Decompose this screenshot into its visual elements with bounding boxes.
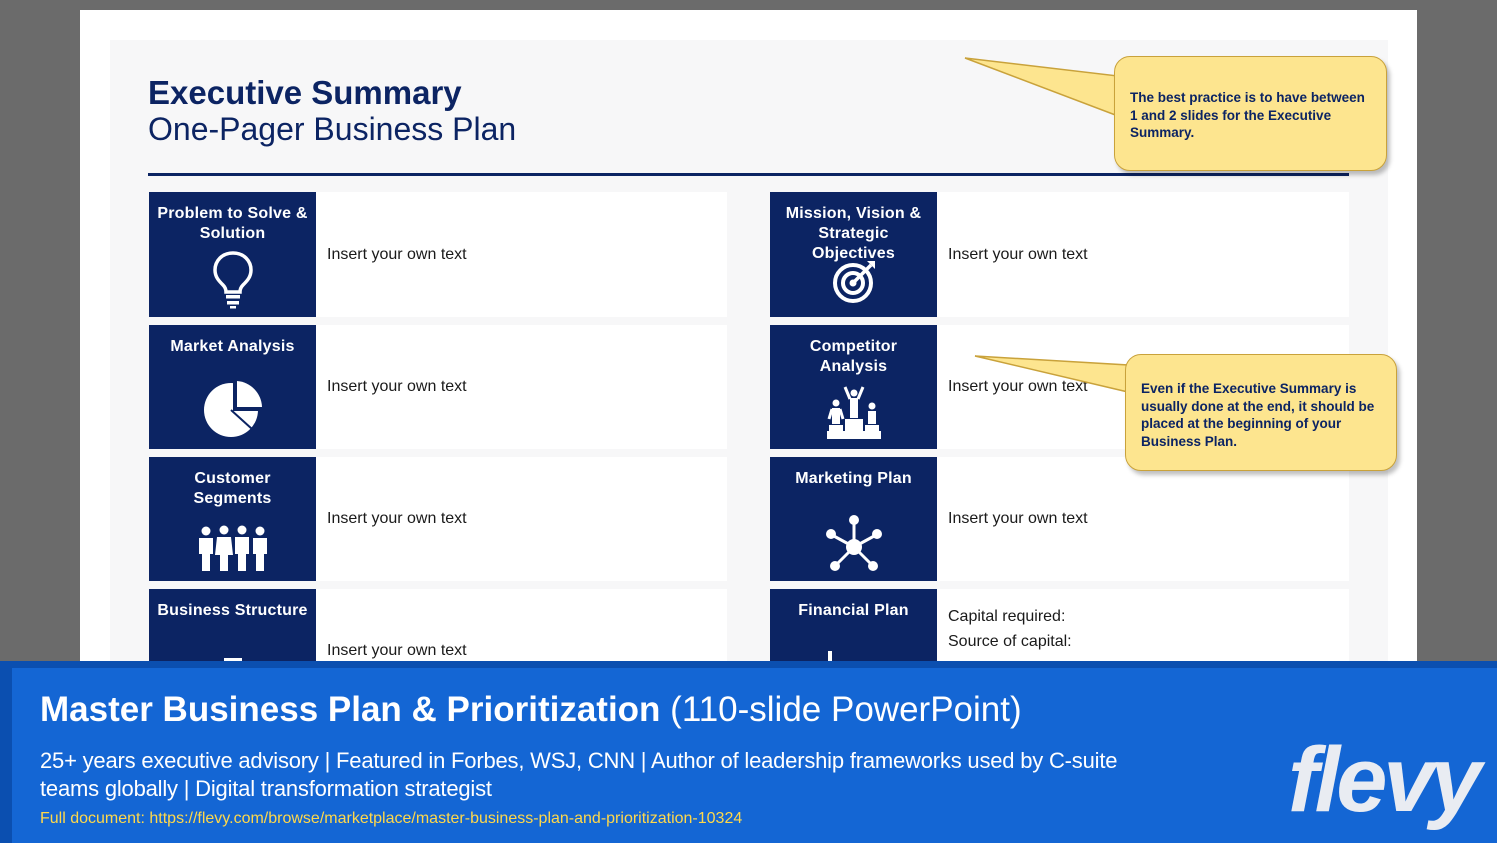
card-title: Competitor Analysis	[809, 338, 898, 375]
card-title: Market Analysis	[170, 338, 295, 355]
card-header: Customer Segments	[149, 457, 316, 581]
footer-banner-panel	[12, 668, 1497, 843]
card-header: Competitor Analysis	[770, 325, 937, 449]
card-header: Financial Plan	[770, 589, 937, 670]
slide-subtitle: One-Pager Business Plan	[148, 111, 517, 147]
card-title: Customer Segments	[193, 470, 272, 507]
lightbulb-icon	[212, 251, 253, 309]
card-text: Insert your own text	[327, 378, 467, 395]
card-header: Market Analysis	[149, 325, 316, 449]
capital-required-label: Capital required:	[948, 608, 1066, 625]
card-text: Insert your own text	[948, 245, 1088, 263]
callout-best-practice: The best practice is to have between 1 a…	[1114, 56, 1387, 171]
podium-icon	[826, 386, 881, 439]
card-mission-vision: Mission, Vision & Strategic Objectives I…	[770, 192, 1349, 317]
card-marketing-plan: Marketing Plan Insert your own text	[770, 457, 1349, 581]
card-problem-solution: Problem to Solve & Solution Insert your …	[149, 192, 727, 317]
pie-chart-icon	[203, 381, 262, 437]
card-title: Marketing Plan	[795, 470, 912, 487]
card-text: Insert your own text	[327, 642, 467, 659]
card-title: Business Structure	[157, 602, 308, 619]
author-description: 25+ years executive advisory | Featured …	[40, 748, 1118, 801]
title-divider	[148, 173, 1349, 176]
card-header: Problem to Solve & Solution	[149, 192, 316, 317]
card-text: Insert your own text	[327, 245, 467, 263]
target-icon	[832, 261, 875, 303]
card-market-analysis: Market Analysis Insert your own text	[149, 325, 727, 449]
callout-placement-tip: Even if the Executive Summary is usually…	[1125, 354, 1397, 471]
network-hub-icon	[825, 515, 882, 571]
source-of-capital-label: Source of capital:	[948, 633, 1072, 650]
card-header: Mission, Vision & Strategic Objectives	[770, 192, 937, 317]
people-group-icon	[198, 525, 267, 571]
slide-title: Executive Summary	[148, 74, 462, 111]
document-title: Master Business Plan & Prioritization (1…	[40, 690, 1022, 730]
card-financial-plan: Financial Plan Capital required: Source …	[770, 589, 1349, 670]
card-text: Insert your own text	[948, 378, 1088, 395]
callout-text: The best practice is to have between 1 a…	[1130, 90, 1365, 140]
callout-text: Even if the Executive Summary is usually…	[1141, 381, 1375, 449]
card-header: Marketing Plan	[770, 457, 937, 581]
bar-chart-icon	[828, 651, 832, 670]
slide-canvas: Executive Summary One-Pager Business Pla…	[80, 10, 1417, 670]
card-title: Mission, Vision & Strategic Objectives	[785, 205, 922, 262]
card-customer-segments: Customer Segments Insert your own text	[149, 457, 727, 581]
flevy-logo: flevy	[1288, 729, 1482, 831]
card-title: Financial Plan	[798, 602, 909, 619]
card-text: Insert your own text	[948, 510, 1088, 527]
card-title: Problem to Solve & Solution	[157, 205, 308, 242]
document-title-main: Master Business Plan & Prioritization	[40, 690, 661, 729]
card-text: Insert your own text	[327, 510, 467, 527]
financial-lines: Capital required: Source of capital:	[948, 604, 1072, 654]
document-link[interactable]: Full document: https://flevy.com/browse/…	[40, 810, 743, 827]
document-title-detail: (110-slide PowerPoint)	[670, 690, 1022, 729]
